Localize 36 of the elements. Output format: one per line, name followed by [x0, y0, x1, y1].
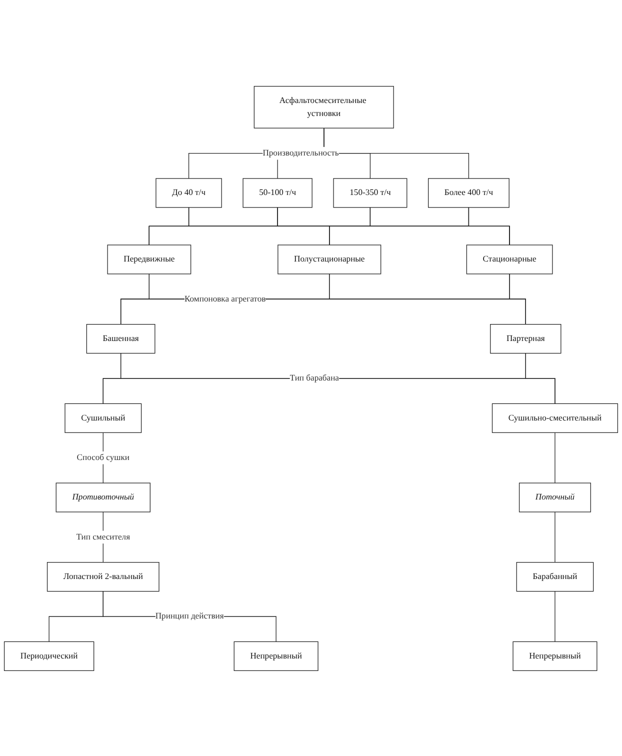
node-box: Асфальтосмесительные устновки: [254, 86, 394, 128]
node-box: Сушильный: [64, 402, 142, 432]
edge-label: Тип смесителя: [76, 532, 130, 541]
connector: [277, 206, 510, 245]
node-box: Лопастной 2-вальный: [46, 562, 160, 592]
edge-label: Способ сушки: [76, 452, 130, 462]
node-box: 50-100 т/ч: [242, 178, 312, 208]
edge-label: Компоновка агрегатов: [184, 294, 266, 303]
node-box: Полустационарные: [278, 244, 382, 274]
node-box: Противоточный: [56, 482, 150, 512]
node-box: 150-350 т/ч: [333, 178, 408, 208]
node-box: Передвижные: [107, 244, 192, 274]
node-box: Стационарные: [466, 244, 553, 274]
node-box: Непрерывный: [234, 640, 318, 670]
node-box: Поточный: [518, 482, 591, 512]
connector: [554, 511, 556, 562]
node-box: Башенная: [86, 324, 156, 354]
edge-label: Тип барабана: [290, 373, 339, 382]
node-box: До 40 т/ч: [156, 178, 222, 208]
node-box: Непрерывный: [512, 640, 598, 670]
connector: [468, 206, 510, 245]
connector: [102, 590, 276, 642]
connector: [370, 206, 510, 245]
connector: [509, 273, 526, 324]
edge-label: Принцип действия: [155, 611, 224, 620]
node-box: Барабанный: [516, 562, 594, 592]
connector: [554, 432, 556, 483]
connector: [188, 206, 510, 245]
node-box: Партерная: [490, 324, 562, 354]
connector: [329, 273, 526, 324]
connector: [554, 590, 556, 642]
node-box: Сушильно-смесительный: [492, 402, 618, 432]
node-box: Более 400 т/ч: [428, 178, 510, 208]
connector: [525, 352, 556, 404]
edge-label: Производительность: [262, 148, 339, 158]
node-box: Периодический: [4, 640, 94, 670]
